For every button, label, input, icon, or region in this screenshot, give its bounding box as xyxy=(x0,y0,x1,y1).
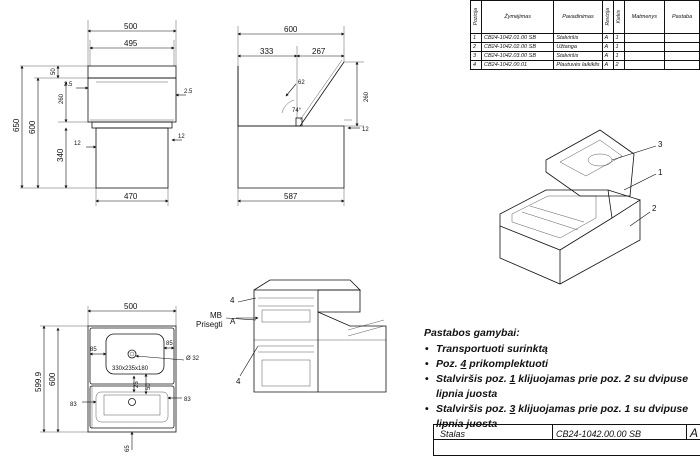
dim-599-9: 599.9 xyxy=(34,371,43,392)
dim-50-top: 50 xyxy=(146,383,152,390)
dim-83-right: 83 xyxy=(184,397,191,403)
callout-2: 2 xyxy=(652,204,657,213)
header-zymejimas: Žymėjimas xyxy=(480,0,555,34)
dim-12-right: 12 xyxy=(178,134,185,140)
note-item: Transportuoti surinktą xyxy=(425,342,694,357)
callout-3: 3 xyxy=(658,140,663,149)
label-4-bottom: 4 xyxy=(236,377,241,386)
dim-500: 500 xyxy=(124,22,138,31)
header-pastaba: Pastaba xyxy=(664,0,700,34)
dim-12-left: 12 xyxy=(74,141,81,147)
dim-260-front: 260 xyxy=(59,93,65,104)
dim-600-side: 600 xyxy=(284,25,298,34)
dim-r62: 62 xyxy=(298,80,305,86)
dim-2-5-right: 2.5 xyxy=(184,89,193,95)
dim-333: 333 xyxy=(260,47,274,56)
dim-600-top: 600 xyxy=(48,372,57,386)
dim-495: 495 xyxy=(124,39,138,48)
notes-title: Pastabos gamybai: xyxy=(424,327,520,339)
top-view: 500 599.9 600 85 85 Ø 32 330x235x180 25 … xyxy=(34,302,200,452)
title-block-rev: A xyxy=(690,426,699,440)
title-block-code: CB24-1042.00.00 SB xyxy=(556,429,642,439)
dim-340: 340 xyxy=(56,148,65,162)
note-item: Stalviršis poz. 1 klijuojamas prie poz. … xyxy=(425,372,694,402)
dim-500-top: 500 xyxy=(124,302,138,311)
dim-50: 50 xyxy=(51,68,57,75)
dim-600: 600 xyxy=(28,120,37,134)
side-view: 600 333 267 62 74° 260 12 587 xyxy=(237,25,370,206)
dim-650: 650 xyxy=(12,118,21,132)
callout-1: 1 xyxy=(658,168,663,177)
table-row: 4 CB24-1042.00.01 Plautuvės laikiklis A … xyxy=(470,60,700,70)
cell-note xyxy=(664,60,700,70)
sink-size: 330x235x180 xyxy=(112,366,149,372)
iso-view-bottom: 4 MB Prisegti A 4 xyxy=(196,279,387,393)
dim-470: 470 xyxy=(124,192,138,201)
label-prisegti: Prisegti xyxy=(196,320,223,329)
dim-85-right: 85 xyxy=(166,341,173,347)
label-mb: MB xyxy=(210,311,222,320)
dim-260-side: 260 xyxy=(364,91,370,102)
dim-12-side: 12 xyxy=(362,127,369,133)
dim-83-left: 83 xyxy=(70,402,77,408)
table-row: 3 CB24-1042.03.00 SB Stalviršis A 1 xyxy=(470,51,700,61)
dim-267: 267 xyxy=(312,47,326,56)
dim-hole: Ø 32 xyxy=(186,356,200,362)
cell-code: CB24-1042.00.01 xyxy=(480,60,555,70)
label-4-top: 4 xyxy=(230,296,235,305)
cell-qty: 2 xyxy=(612,60,625,70)
title-block-name: Stalas xyxy=(440,429,466,439)
production-notes: Pastabos gamybai: Transportuoti surinktą… xyxy=(424,326,694,432)
dim-85-left: 85 xyxy=(90,347,97,353)
iso-view-top: 3 1 2 xyxy=(499,129,663,285)
note-item: Poz. 4 prikomplektuoti xyxy=(425,357,694,372)
header-matmenys: Matmenys xyxy=(623,0,666,34)
note-item: Stalviršis poz. 3 klijuojamas prie poz. … xyxy=(425,402,694,432)
dim-angle: 74° xyxy=(292,108,302,114)
label-a: A xyxy=(230,317,236,326)
cell-name: Plautuvės laikiklis xyxy=(553,60,603,70)
dim-25: 25 xyxy=(134,381,140,388)
dim-587: 587 xyxy=(284,192,298,201)
dim-65: 65 xyxy=(125,445,131,452)
parts-table: Pozicija Žymėjimas Pavadinimas Revizija … xyxy=(470,0,700,70)
front-view: 500 495 650 600 50 260 340 2.5 2.5 12 12 xyxy=(12,20,193,206)
parts-table-header: Pozicija Žymėjimas Pavadinimas Revizija … xyxy=(470,0,700,34)
dim-2-5-left: 2.5 xyxy=(64,82,73,88)
title-block: Stalas CB24-1042.00.00 SB A xyxy=(433,424,700,456)
